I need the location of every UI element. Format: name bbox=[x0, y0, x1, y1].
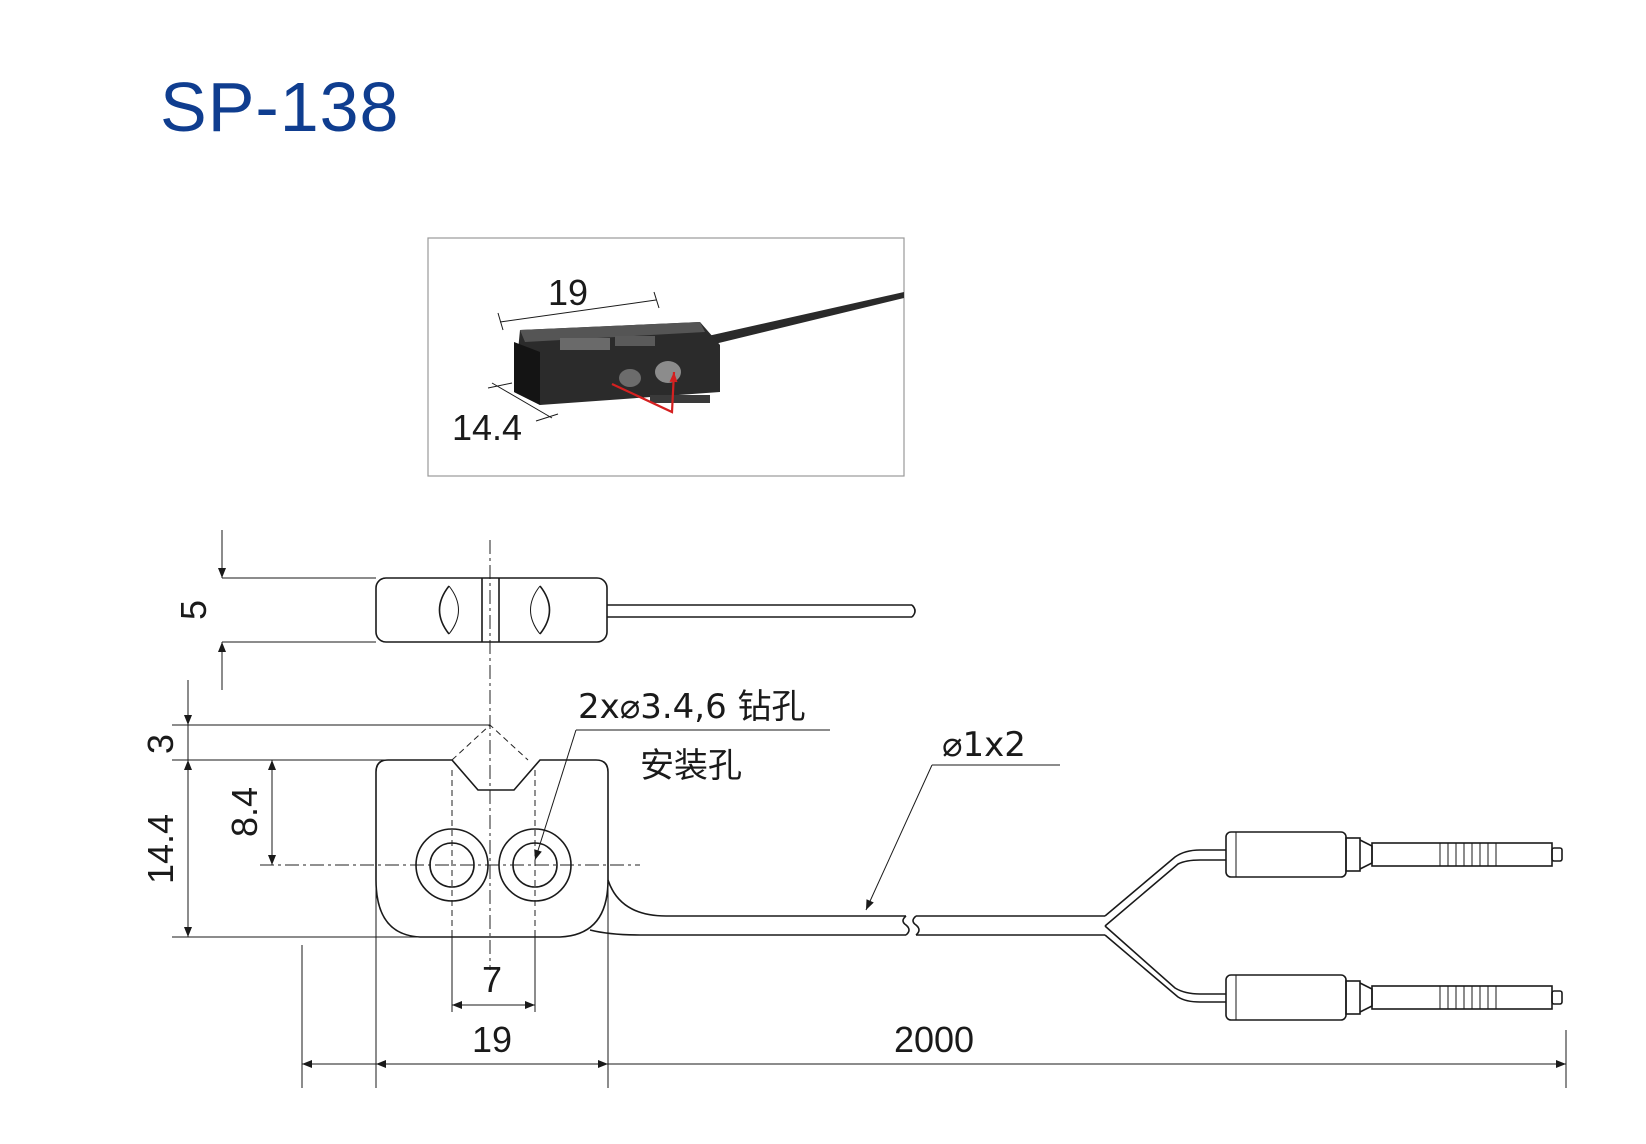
side-dim-height: 5 bbox=[173, 600, 214, 620]
sensing-beam-arrow bbox=[611, 371, 678, 414]
top-dim-hole-offset: 8.4 bbox=[224, 787, 265, 837]
top-view: 3 14.4 8.4 7 19 2000 2x⌀3.4,6 钻孔 安装孔 ⌀1x… bbox=[140, 680, 1567, 1088]
mounting-hole-left-inner bbox=[429, 842, 475, 888]
top-dim-notch: 3 bbox=[140, 734, 181, 754]
hole-spec-note: 2x⌀3.4,6 钻孔 bbox=[578, 687, 806, 727]
mounting-hole-right-outer bbox=[498, 828, 572, 902]
fiber-connector-lower bbox=[1225, 974, 1563, 1021]
fiber-connector-upper bbox=[1225, 831, 1563, 878]
photo-sensor-body bbox=[514, 322, 720, 405]
top-dim-total-height: 14.4 bbox=[140, 814, 181, 884]
product-photo: 19 14.4 bbox=[427, 237, 905, 477]
photo-cable bbox=[690, 292, 904, 350]
photo-dim-line-length bbox=[499, 299, 657, 323]
top-view-body bbox=[375, 759, 609, 938]
photo-dim-line-width bbox=[491, 382, 553, 419]
cable-spec-note: ⌀1x2 bbox=[942, 725, 1026, 765]
top-dim-hole-spacing: 7 bbox=[482, 959, 502, 1000]
side-view: 5 bbox=[173, 530, 916, 970]
page-title: SP-138 bbox=[160, 68, 400, 146]
mounting-hole-left-outer bbox=[415, 828, 489, 902]
top-dim-body-width: 19 bbox=[472, 1019, 512, 1060]
mounting-hole-right-inner bbox=[512, 842, 558, 888]
photo-dim-width: 14.4 bbox=[452, 407, 522, 448]
hole-name-note: 安装孔 bbox=[640, 746, 742, 786]
photo-dim-length: 19 bbox=[548, 272, 588, 313]
top-dim-cable-length: 2000 bbox=[894, 1019, 974, 1060]
side-view-body bbox=[375, 577, 608, 643]
